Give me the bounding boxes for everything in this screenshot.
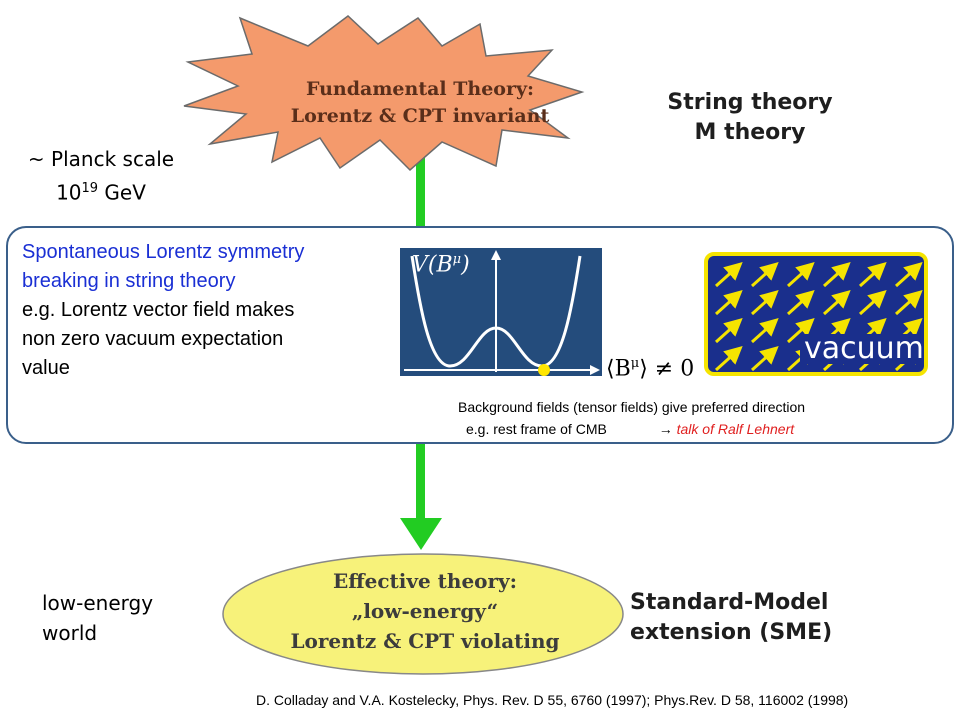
potential-curve xyxy=(410,255,582,368)
low-energy-note: low-energy world xyxy=(42,588,202,648)
star-label: Fundamental Theory: Lorentz & CPT invari… xyxy=(270,76,570,130)
field-arrow-icon xyxy=(714,345,743,372)
field-arrow-icon xyxy=(750,345,779,372)
plot-y-arrow-icon xyxy=(491,250,501,260)
field-arrow-icon xyxy=(858,289,887,316)
fundamental-theory-star xyxy=(183,15,585,172)
ellipse-line-2: „low-energy“ xyxy=(351,599,499,623)
effective-theory-ellipse xyxy=(222,553,624,675)
potential-plot: V(Bμ) xyxy=(400,248,602,376)
ellipse-line-1: Effective theory: xyxy=(332,569,518,593)
string-theory-line-1: String theory xyxy=(667,90,833,115)
planck-unit: GeV xyxy=(98,180,146,205)
field-arrow-icon xyxy=(894,261,923,288)
planck-exponent: 19 xyxy=(81,181,99,196)
box-description: Spontaneous Lorentz symmetry breaking in… xyxy=(22,238,392,383)
box-black-line-2: non zero vacuum expectation xyxy=(22,328,284,350)
bg-line-2: e.g. rest frame of CMB → talk of Ralf Le… xyxy=(458,418,948,440)
field-arrow-icon xyxy=(894,289,923,316)
plot-x-arrow-icon xyxy=(590,365,600,375)
potential-label: V(Bμ) xyxy=(412,252,470,277)
field-arrow-icon xyxy=(714,289,743,316)
vacuum-panel: vacuum xyxy=(704,252,928,376)
vacuum-field-arrows xyxy=(714,261,923,372)
field-arrow-icon xyxy=(714,261,743,288)
vev-sup: μ xyxy=(630,356,640,371)
field-arrow-icon xyxy=(858,261,887,288)
right-arrow-icon: → xyxy=(658,421,673,437)
potential-curve-plot xyxy=(404,250,600,375)
potential-label-sup: μ xyxy=(452,252,462,267)
bg-line-2-prefix: e.g. rest frame of CMB xyxy=(466,421,607,437)
sme-line-2: extension (SME) xyxy=(630,620,833,645)
box-blue-line-1: Spontaneous Lorentz symmetry xyxy=(22,241,305,263)
field-arrow-icon xyxy=(750,289,779,316)
arrow-shaft-top xyxy=(416,142,425,228)
field-arrow-icon xyxy=(786,261,815,288)
arrow-head-icon xyxy=(400,518,442,550)
vev-marker-dot xyxy=(538,364,550,376)
box-black-line-1: e.g. Lorentz vector field makes xyxy=(22,299,295,321)
vacuum-label: vacuum xyxy=(800,334,924,364)
arrow-shaft-bottom xyxy=(416,444,425,524)
vev-expression: ⟨Bμ⟩ ≠ 0 xyxy=(606,356,694,381)
field-arrow-icon xyxy=(786,289,815,316)
field-arrow-icon xyxy=(822,289,851,316)
field-arrow-icon xyxy=(786,317,815,344)
ellipse-line-3: Lorentz & CPT violating xyxy=(290,629,560,653)
sme-title: Standard-Model extension (SME) xyxy=(630,588,850,648)
background-fields-note: Background fields (tensor fields) give p… xyxy=(458,396,948,440)
low-energy-line-1: low-energy xyxy=(42,591,154,615)
talk-reference: → talk of Ralf Lehnert xyxy=(659,421,794,437)
talk-reference-text: talk of Ralf Lehnert xyxy=(676,421,795,437)
planck-line-2: 1019 GeV xyxy=(16,174,186,208)
bg-line-1: Background fields (tensor fields) give p… xyxy=(458,399,806,415)
field-arrow-icon xyxy=(750,261,779,288)
box-blue-line-2: breaking in string theory xyxy=(22,270,236,292)
low-energy-line-2: world xyxy=(42,621,98,645)
ellipse-label: Effective theory: „low-energy“ Lorentz &… xyxy=(260,566,590,656)
vev-rest: ⟩ ≠ 0 xyxy=(639,356,695,382)
box-black-line-3: value xyxy=(22,357,70,379)
planck-base: 10 xyxy=(56,180,82,205)
string-theory-line-2: M theory xyxy=(694,120,806,145)
potential-label-close: ) xyxy=(461,252,470,278)
sme-line-1: Standard-Model xyxy=(630,590,829,615)
string-theory-title: String theory M theory xyxy=(640,88,860,148)
planck-scale-note: ~ Planck scale 1019 GeV xyxy=(16,144,186,208)
field-arrow-icon xyxy=(750,317,779,344)
planck-line-1: ~ Planck scale xyxy=(27,147,175,171)
field-arrow-icon xyxy=(714,317,743,344)
potential-label-main: V(B xyxy=(412,252,453,278)
field-arrow-icon xyxy=(822,261,851,288)
citation: D. Colladay and V.A. Kostelecky, Phys. R… xyxy=(256,692,849,708)
vev-main: ⟨B xyxy=(606,356,631,382)
star-line-1: Fundamental Theory: xyxy=(305,78,535,100)
star-line-2: Lorentz & CPT invariant xyxy=(290,105,550,127)
